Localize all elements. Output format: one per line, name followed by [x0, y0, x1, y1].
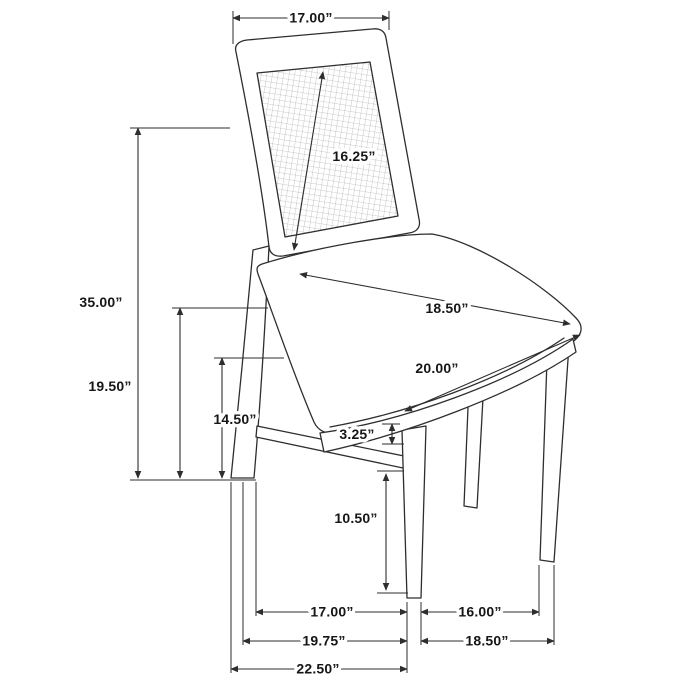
- dimension-label: 18.50”: [465, 633, 508, 649]
- dim-front-leg-spacing: 16.00”: [420, 600, 540, 623]
- dimension-label: 14.50”: [213, 411, 256, 427]
- dim-seat-depth: 18.50”: [299, 272, 571, 326]
- dimension-line: [299, 272, 571, 326]
- dimension-label: 16.00”: [458, 604, 501, 620]
- dimension-label: 17.00”: [310, 604, 353, 620]
- dim-base-depth: 19.75”: [242, 629, 408, 652]
- dim-leg-height: 10.50”: [331, 470, 408, 594]
- dimension-label: 35.00”: [79, 294, 122, 310]
- chair-illustration: [230, 28, 582, 599]
- seat-cushion: [256, 233, 582, 435]
- dimension-label: 10.50”: [334, 510, 377, 526]
- dim-seat-width: 20.00”: [404, 334, 581, 412]
- dim-overall-depth: 22.50”: [230, 657, 408, 680]
- base-extension-lines: [230, 482, 555, 673]
- dimension-label: 22.50”: [296, 661, 339, 677]
- dimension-label: 16.25”: [332, 148, 375, 164]
- dim-seat-height: 19.50”: [85, 307, 268, 479]
- dimension-label: 20.00”: [415, 360, 458, 376]
- dim-back-panel-diagonal: 16.25”: [291, 71, 379, 251]
- back-left-leg: [230, 245, 270, 479]
- dim-overall-height: 35.00”: [76, 127, 256, 481]
- dimension-label: 19.75”: [302, 633, 345, 649]
- dimension-line: [291, 71, 326, 251]
- dimension-label: 17.00”: [289, 10, 332, 26]
- dim-back-width: 17.00”: [232, 6, 390, 44]
- dimension-line: [404, 334, 581, 412]
- dim-front-back-leg-spacing: 17.00”: [255, 600, 408, 623]
- dimension-label: 18.50”: [425, 300, 468, 316]
- dim-seat-edge-thickness: 3.25”: [336, 423, 404, 446]
- dimension-label: 3.25”: [339, 426, 374, 442]
- dim-seat-underside-height: 14.50”: [210, 357, 284, 479]
- front-left-leg: [401, 425, 427, 599]
- dimension-label: 19.50”: [88, 378, 131, 394]
- dim-base-width: 18.50”: [420, 629, 555, 652]
